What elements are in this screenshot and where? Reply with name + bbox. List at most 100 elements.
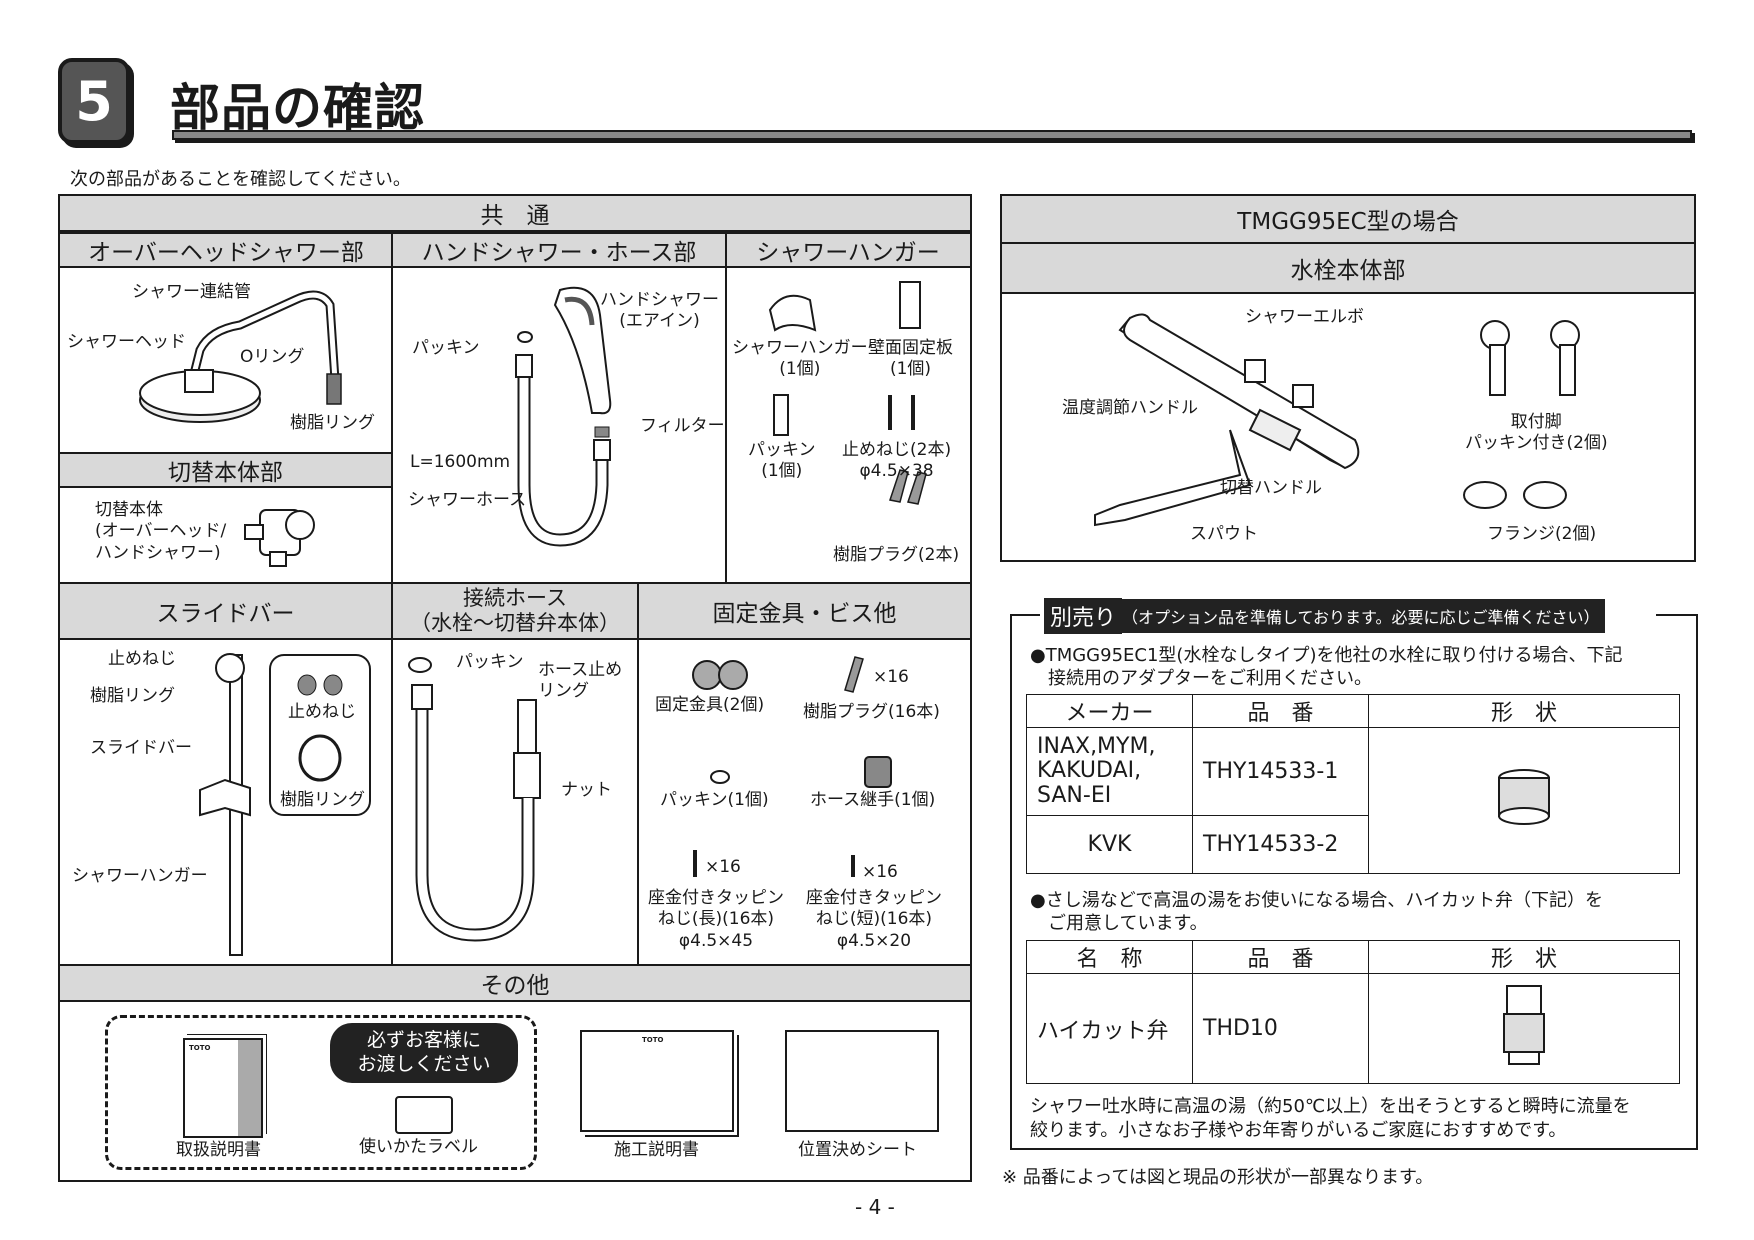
label-slide-ring: 樹脂リング [90, 686, 175, 706]
col-part-no-2: 品 番 [1192, 940, 1369, 974]
brand-mark: TOTO [189, 1044, 211, 1052]
label-slide-screw: 止めねじ [108, 649, 176, 669]
label-wall-plate: 壁面固定板 (1個) [868, 338, 953, 380]
col-part-no: 品 番 [1192, 694, 1369, 728]
hanger-header: シャワーハンガー [726, 232, 970, 268]
brand-mark-2: TOTO [642, 1036, 664, 1044]
hanger-title: シャワーハンガー [756, 240, 940, 266]
mounting-legs-illustration [1463, 320, 1580, 509]
common-header: 共 通 [60, 196, 970, 232]
section-number: 5 [75, 69, 113, 133]
cell-part-1: THY14533-1 [1192, 727, 1369, 816]
label-long-screw: 座金付きタッピン ねじ(長)(16本) φ4.5×45 [648, 888, 784, 951]
label-packing: パッキン [412, 338, 480, 358]
adapter-icon [1498, 768, 1550, 825]
common-panel [58, 194, 972, 1182]
label-stop-screw: 止めねじ(2本) φ4.5×38 [842, 440, 952, 482]
customer-items-group [105, 1015, 537, 1170]
connecting-hose-illustration [408, 657, 541, 942]
label-filter: フィルター [640, 416, 725, 436]
tmgg-header: TMGG95EC型の場合 [1002, 196, 1694, 244]
hand-title: ハンドシャワー・ホース部 [421, 240, 697, 266]
conn-hose-title: 接続ホース （水栓～切替弁本体） [410, 585, 620, 635]
cell-shape-valve [1368, 973, 1680, 1084]
note-valve-desc: シャワー吐水時に高温の湯（約50℃以上）を出そうとすると瞬時に流量を 絞ります。… [1030, 1096, 1631, 1142]
label-conn-packing: パッキン [456, 652, 524, 672]
page-title: 部品の確認 [170, 79, 425, 137]
sold-separately-title: 別売り [1044, 598, 1123, 634]
fixing-title: 固定金具・ビス他 [712, 601, 897, 627]
title-underline [172, 130, 1692, 140]
label-shower-elbow: シャワーエルボ [1245, 307, 1364, 327]
label-short-count: ×16 [862, 862, 898, 882]
cell-part-2: THY14533-2 [1192, 815, 1369, 874]
valve-table: 名 称 品 番 形 状 ハイカット弁 THD10 [1026, 940, 1680, 1084]
col-shape: 形 状 [1368, 694, 1680, 728]
switch-header: 切替本体部 [60, 452, 391, 488]
label-nut: ナット [561, 780, 612, 800]
tmgg-panel [1000, 194, 1696, 562]
divider [725, 232, 727, 582]
hand-header: ハンドシャワー・ホース部 [392, 232, 726, 268]
label-long-count: ×16 [705, 857, 741, 877]
item-install-manual: 施工説明書 [614, 1140, 699, 1160]
label-temp-handle: 温度調節ハンドル [1062, 398, 1198, 418]
label-resin-ring: 樹脂リング [290, 413, 375, 433]
label-hose-joint: ホース継手(1個) [810, 790, 936, 810]
sold-separately-banner: 別売り （オプション品を準備しております。必要に応じご準備ください） [1040, 598, 1656, 634]
overhead-shower-illustration [139, 290, 342, 423]
label-plug-count: ×16 [873, 667, 909, 687]
slide-title: スライドバー [156, 601, 295, 627]
col-name: 名 称 [1026, 940, 1193, 974]
col-maker: メーカー [1026, 694, 1193, 728]
fixing-parts-illustration [692, 656, 892, 877]
cell-valve-part: THD10 [1192, 973, 1369, 1084]
label-spout: スパウト [1190, 524, 1258, 544]
page-number: - 4 - [855, 1195, 895, 1219]
valve-icon [1503, 984, 1545, 1065]
label-fixing-plug: 樹脂プラグ(16本) [803, 702, 940, 722]
label-hose-ring: ホース止め リング [538, 660, 623, 702]
other-title: その他 [480, 973, 550, 999]
label-fixing-packing: パッキン(1個) [660, 790, 769, 810]
item-position-sheet: 位置決めシート [798, 1140, 917, 1160]
label-hose-length: L=1600mm [410, 452, 511, 472]
label-o-ring: Oリング [240, 347, 305, 367]
slide-bar-illustration [199, 653, 371, 956]
col-shape-2: 形 状 [1368, 940, 1680, 974]
tmgg-title: TMGG95EC型の場合 [1237, 209, 1459, 235]
callout-screw: 止めねじ [288, 702, 356, 722]
fixing-header: 固定金具・ビス他 [639, 584, 970, 640]
slide-header: スライドバー [60, 584, 391, 640]
label-hanger-packing: パッキン (1個) [748, 440, 816, 482]
divider [60, 582, 970, 584]
divider [391, 232, 393, 964]
label-switch-body: 切替本体 (オーバーヘッド/ ハンドシャワー) [95, 500, 227, 563]
section-number-badge: 5 [58, 58, 130, 144]
tmgg-subheader: 水栓本体部 [1002, 244, 1694, 294]
adapter-table: メーカー 品 番 形 状 INAX,MYM, KAKUDAI, SAN-EI T… [1026, 694, 1680, 874]
usage-label-icon [395, 1096, 453, 1134]
sold-separately-subtitle: （オプション品を準備しております。必要に応じご準備ください） [1122, 599, 1606, 633]
label-fixing-bracket: 固定金具(2個) [655, 695, 765, 715]
label-slide-bar: スライドバー [90, 738, 192, 758]
shower-hanger-illustration [768, 281, 927, 505]
intro-text: 次の部品があることを確認してください。 [70, 169, 411, 190]
other-header: その他 [60, 966, 970, 1002]
switch-title: 切替本体部 [168, 460, 283, 486]
cell-shape-adapter [1368, 727, 1680, 874]
tmgg-subtitle: 水栓本体部 [1290, 258, 1406, 284]
notice-badge: 必ずお客様に お渡しください [330, 1023, 518, 1083]
hand-shower-illustration [515, 286, 612, 547]
divider [60, 964, 970, 966]
note-adapter: ●TMGG95EC1型(水栓なしタイプ)を他社の水栓に取り付ける場合、下記 接続… [1030, 645, 1623, 689]
label-hand-shower: ハンドシャワー (エアイン) [600, 290, 719, 332]
note-high-cut: ●さし湯などで高温の湯をお使いになる場合、ハイカット弁（下記）を ご用意していま… [1030, 890, 1603, 934]
cell-maker-1: INAX,MYM, KAKUDAI, SAN-EI [1026, 727, 1193, 816]
manual-booklet: TOTO [183, 1038, 263, 1138]
positioning-sheet [785, 1030, 939, 1132]
label-slide-hanger: シャワーハンガー [72, 866, 208, 886]
footnote: ※ 品番によっては図と現品の形状が一部異なります。 [1002, 1167, 1434, 1188]
label-mount-legs: 取付脚 パッキン付き(2個) [1465, 412, 1608, 454]
notice-text: 必ずお客様に お渡しください [357, 1029, 491, 1075]
